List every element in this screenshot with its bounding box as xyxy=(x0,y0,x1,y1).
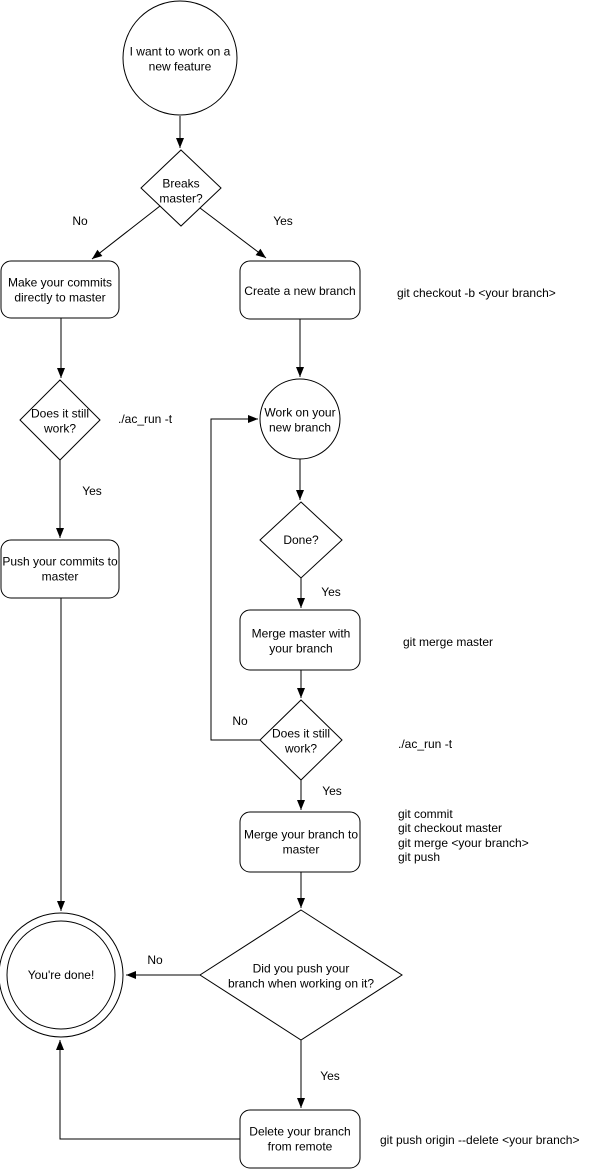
edge-does-it-still-work-2-no-loop-to-work-on-branch xyxy=(210,415,260,741)
node-label-create-branch: Create a new branch xyxy=(244,283,356,298)
edge-label-did-you-push-yes: Yes xyxy=(320,1069,340,1083)
annotation-git-merge-branch-cmds: git commit git checkout master git merge… xyxy=(398,807,529,865)
node-delete-branch-rect xyxy=(239,1109,361,1169)
annotation-git-checkout: git checkout -b <your branch> xyxy=(397,285,556,300)
node-label-work-on-branch: Work on your new branch xyxy=(264,405,336,435)
annotation-ac-run-1: ./ac_run -t xyxy=(118,411,173,426)
node-did-you-push-diamond xyxy=(199,909,403,1041)
node-work-on-branch-circle xyxy=(259,378,341,460)
node-merge-master-rect xyxy=(239,609,361,671)
node-label-merge-branch: Merge your branch to master xyxy=(243,827,359,857)
node-create-branch-rect xyxy=(239,260,361,320)
node-start-circle xyxy=(122,0,238,116)
edge-label-done-yes: Yes xyxy=(321,585,341,599)
node-label-does-it-still-work-1: Does it still work? xyxy=(30,406,90,436)
edge-delete-branch-loop-to-youre-done xyxy=(56,1040,240,1140)
edge-label-does-it-still-work-2-no: No xyxy=(232,714,248,728)
edge-label-does-it-still-work-2-yes: Yes xyxy=(322,784,342,798)
node-label-delete-branch: Delete your branch from remote xyxy=(249,1124,351,1154)
node-label-start: I want to work on a new feature xyxy=(129,44,231,74)
node-make-commits-rect xyxy=(0,260,120,319)
edge-label-did-you-push-no: No xyxy=(147,953,163,967)
node-label-merge-master: Merge master with your branch xyxy=(251,626,351,656)
edge-breaks-master-yes-to-create-branch xyxy=(199,207,267,259)
node-label-make-commits: Make your commits directly to master xyxy=(7,275,113,305)
node-does-it-still-work-1-diamond xyxy=(19,379,101,461)
edge-label-breaks-master-no: No xyxy=(72,214,88,228)
annotation-git-merge-master: git merge master xyxy=(403,634,494,649)
node-label-done: Done? xyxy=(283,532,319,547)
node-breaks-master-diamond xyxy=(140,149,222,227)
edge-breaks-master-no-to-make-commits xyxy=(91,205,161,260)
node-does-it-still-work-2-diamond xyxy=(259,699,343,781)
node-label-youre-done: You're done! xyxy=(27,967,95,982)
node-label-does-it-still-work-2: Does it still work? xyxy=(271,726,331,756)
node-merge-branch-rect xyxy=(239,811,361,873)
edge-label-does-it-still-work-1-yes: Yes xyxy=(82,484,102,498)
node-youre-done-inner-circle xyxy=(6,920,116,1030)
node-label-breaks-master: Breaks master? xyxy=(159,176,203,206)
edge-label-breaks-master-yes: Yes xyxy=(273,214,293,228)
node-label-did-you-push: Did you push your branch when working on… xyxy=(227,961,375,991)
node-push-commits-rect xyxy=(0,539,120,599)
annotation-git-push-delete: git push origin --delete <your branch> xyxy=(380,1132,580,1147)
node-label-push-commits: Push your commits to master xyxy=(2,554,118,584)
annotation-ac-run-2: ./ac_run -t xyxy=(398,736,453,751)
node-done-diamond xyxy=(259,501,343,579)
